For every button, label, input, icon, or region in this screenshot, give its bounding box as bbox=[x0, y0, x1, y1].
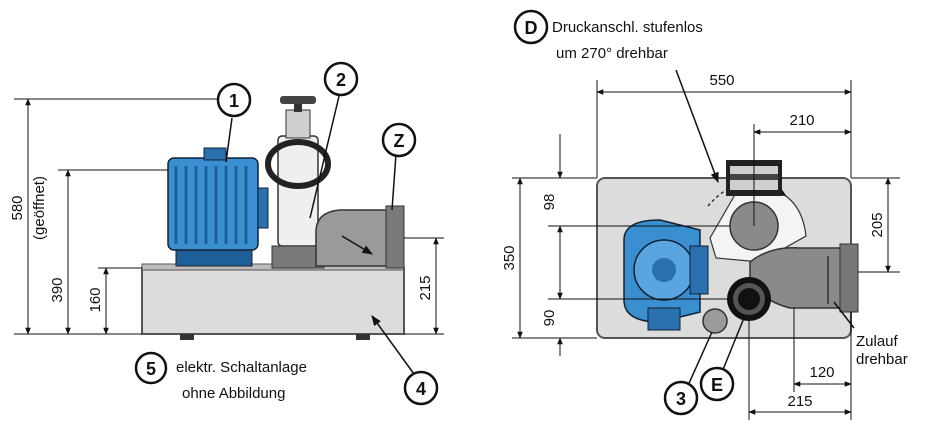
dim-width: 550 bbox=[709, 72, 734, 89]
control-note-line1: elektr. Schaltanlage bbox=[176, 359, 307, 376]
port-e bbox=[727, 277, 771, 321]
svg-text:D: D bbox=[525, 18, 538, 38]
dim-upper-offset: 98 bbox=[541, 194, 558, 211]
tank-body bbox=[141, 267, 405, 335]
dim-depth: 350 bbox=[501, 245, 518, 270]
svg-text:1: 1 bbox=[229, 91, 239, 111]
tank-foot-right bbox=[356, 334, 370, 340]
marker-small-port: 3 bbox=[663, 380, 699, 416]
marker-pressure: D bbox=[513, 9, 549, 45]
pressure-note-line2: um 270° drehbar bbox=[556, 45, 668, 62]
inlet-note-line2: drehbar bbox=[856, 351, 908, 368]
motor bbox=[167, 147, 269, 267]
svg-text:Z: Z bbox=[394, 131, 405, 151]
top-view: 550 210 205 350 98 90 120 215 D Druckans… bbox=[501, 9, 908, 420]
marker-tank: 4 bbox=[403, 370, 439, 406]
dim-total-height-note: (geöffnet) bbox=[31, 176, 48, 240]
side-view: 580 (geöffnet) 390 160 215 1 2 Z 4 5 ele… bbox=[9, 61, 444, 406]
marker-control: 5 bbox=[134, 351, 168, 385]
svg-text:E: E bbox=[711, 375, 723, 395]
svg-text:2: 2 bbox=[336, 70, 346, 90]
marker-outlet: Z bbox=[381, 122, 417, 158]
dim-pressure-offset: 210 bbox=[789, 112, 814, 129]
pressure-note-line1: Druckanschl. stufenlos bbox=[552, 19, 703, 36]
svg-text:3: 3 bbox=[676, 389, 686, 409]
inlet-pipe bbox=[749, 243, 859, 313]
dim-motor-height: 390 bbox=[49, 277, 66, 302]
dim-outlet-height: 215 bbox=[417, 275, 434, 300]
marker-port-e: E bbox=[699, 366, 735, 402]
dim-inlet-offset: 205 bbox=[869, 212, 886, 237]
dim-e-offset: 215 bbox=[787, 393, 812, 410]
dim-tank-height: 160 bbox=[87, 287, 104, 312]
tank-foot-left bbox=[180, 334, 194, 340]
marker-valve: 2 bbox=[323, 61, 359, 97]
valve-assembly bbox=[265, 96, 331, 269]
dim-lower-offset: 90 bbox=[541, 310, 558, 327]
svg-text:4: 4 bbox=[416, 379, 426, 399]
control-note-line2: ohne Abbildung bbox=[182, 385, 285, 402]
inlet-note-line1: Zulauf bbox=[856, 333, 899, 350]
dim-inlet-pipe-offset: 120 bbox=[809, 364, 834, 381]
small-port bbox=[702, 308, 728, 334]
svg-text:5: 5 bbox=[146, 359, 156, 379]
top-motor bbox=[623, 219, 709, 331]
marker-motor: 1 bbox=[216, 82, 252, 118]
outlet-elbow bbox=[315, 205, 405, 269]
dim-total-height: 580 bbox=[9, 195, 26, 220]
